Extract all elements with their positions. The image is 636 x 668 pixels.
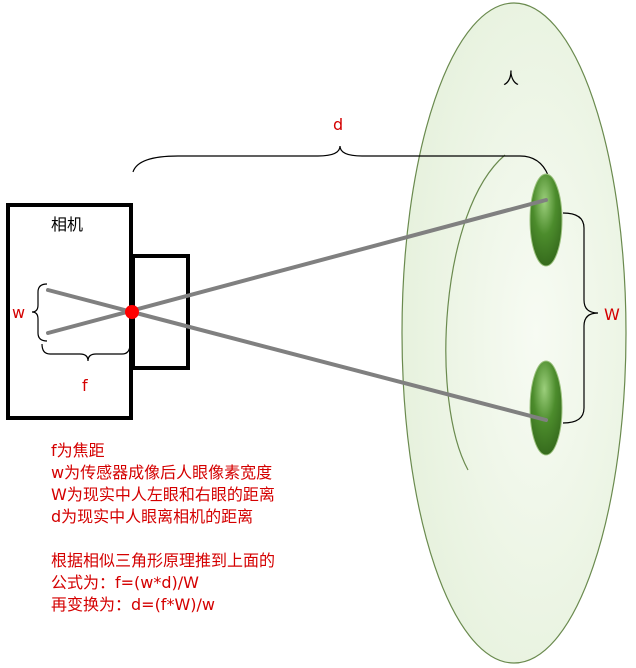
sensor-width-brace: [31, 283, 48, 342]
camera-label: 相机: [51, 215, 83, 234]
eye-distance-label: W: [604, 305, 620, 324]
focal-length-label: f: [82, 376, 88, 395]
eye-top: [529, 173, 563, 267]
head-inner-arc: [445, 154, 506, 471]
eye-bottom: [529, 360, 563, 456]
note-sensor-width: w为传感器成像后人眼像素宽度: [51, 463, 273, 482]
note-focal-length: f为焦距: [51, 441, 105, 460]
person-label: 人: [503, 69, 519, 88]
note-formula: 公式为：f=(w*d)/W: [51, 573, 199, 592]
focal-length-brace: [41, 343, 131, 362]
person-head: [401, 2, 627, 664]
note-formula-transformed: 再变换为：d=(f*W)/w: [51, 595, 215, 614]
note-derivation-intro: 根据相似三角形原理推到上面的: [51, 551, 276, 570]
explanation-notes: f为焦距 w为传感器成像后人眼像素宽度 W为现实中人左眼和右眼的距离 d为现实中…: [51, 440, 381, 616]
note-distance: d为现实中人眼离相机的距离: [51, 507, 254, 526]
distance-label: d: [333, 115, 343, 134]
camera-body: [6, 203, 133, 420]
optical-center-dot: [125, 305, 139, 319]
note-eye-distance: W为现实中人左眼和右眼的距离: [51, 485, 275, 504]
distance-brace: [132, 145, 549, 176]
eye-distance-brace: [562, 212, 599, 424]
camera-lens-housing: [131, 254, 190, 370]
sensor-width-label: w: [12, 303, 25, 322]
